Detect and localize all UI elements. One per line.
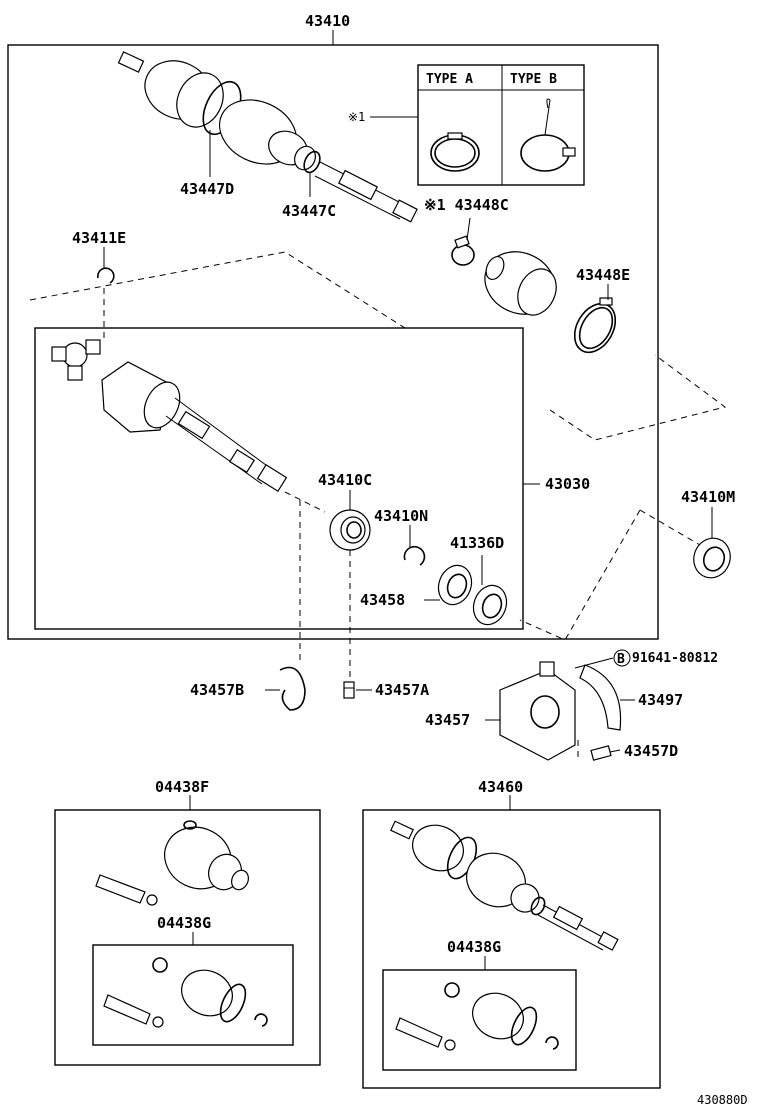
label-43457A: 43457A — [375, 681, 429, 699]
bracket-43457 — [499, 661, 576, 761]
label-type-b: TYPE B — [510, 72, 557, 87]
tripod-spider — [51, 339, 101, 381]
seal-43458 — [437, 564, 473, 606]
label-43410M: 43410M — [681, 488, 735, 506]
label-43457B: 43457B — [190, 681, 244, 699]
boot-kit-04438F-box — [54, 809, 321, 1066]
label-43447C: 43447C — [282, 202, 336, 220]
label-43410C: 43410C — [318, 471, 372, 489]
bolt-43457A — [343, 681, 355, 699]
boot-inboard — [484, 251, 557, 316]
label-43030: 43030 — [545, 475, 590, 493]
boot-kit-04438G-right-parts — [395, 982, 559, 1051]
label-04438G-left: 04438G — [157, 914, 211, 932]
label-04438F: 04438F — [155, 778, 209, 796]
label-43411E: 43411E — [72, 229, 126, 247]
circlip-43411E — [97, 267, 115, 284]
assembly-43460-parts — [390, 820, 619, 951]
label-43497: 43497 — [638, 691, 683, 709]
clamp-type-table: TYPE A TYPE B — [417, 64, 585, 186]
bearing-43410C — [329, 509, 371, 551]
seal-41336D — [472, 584, 508, 626]
inboard-housing — [101, 361, 288, 492]
label-41336D: 41336D — [450, 534, 504, 552]
label-43447D: 43447D — [180, 180, 234, 198]
label-note-mark: ※1 — [348, 110, 365, 124]
label-43448E: 43448E — [576, 266, 630, 284]
diagram-code: 430880D — [697, 1093, 748, 1107]
label-43457D: 43457D — [624, 742, 678, 760]
outboard-joint-shaft — [117, 51, 418, 223]
label-91641-80812: 91641-80812 — [632, 651, 718, 666]
bolt-43457D — [590, 745, 621, 761]
inboard-joint-43030-box — [34, 327, 524, 630]
label-43410: 43410 — [305, 12, 350, 30]
cover-43497 — [579, 664, 622, 731]
bearing-43410M — [693, 537, 731, 579]
snap-ring-43410N — [403, 545, 426, 566]
boot-kit-04438G-right-box — [382, 969, 577, 1071]
label-04438G-right: 04438G — [447, 938, 501, 956]
circle-b-marker: B — [617, 652, 625, 667]
label-43458: 43458 — [360, 591, 405, 609]
assembly-43460-box — [362, 809, 661, 1089]
label-43457: 43457 — [425, 711, 470, 729]
clamp-43448C — [451, 235, 475, 266]
clip-43457B — [279, 666, 306, 711]
assembly-43410-box — [7, 44, 659, 640]
boot-kit-04438F-parts — [95, 820, 249, 906]
boot-kit-04438G-left-parts — [103, 957, 268, 1028]
label-43410N: 43410N — [374, 507, 428, 525]
label-43448C: ※1 43448C — [424, 196, 509, 214]
label-type-a: TYPE A — [426, 72, 473, 87]
band-43448E — [573, 297, 617, 354]
label-43460: 43460 — [478, 778, 523, 796]
